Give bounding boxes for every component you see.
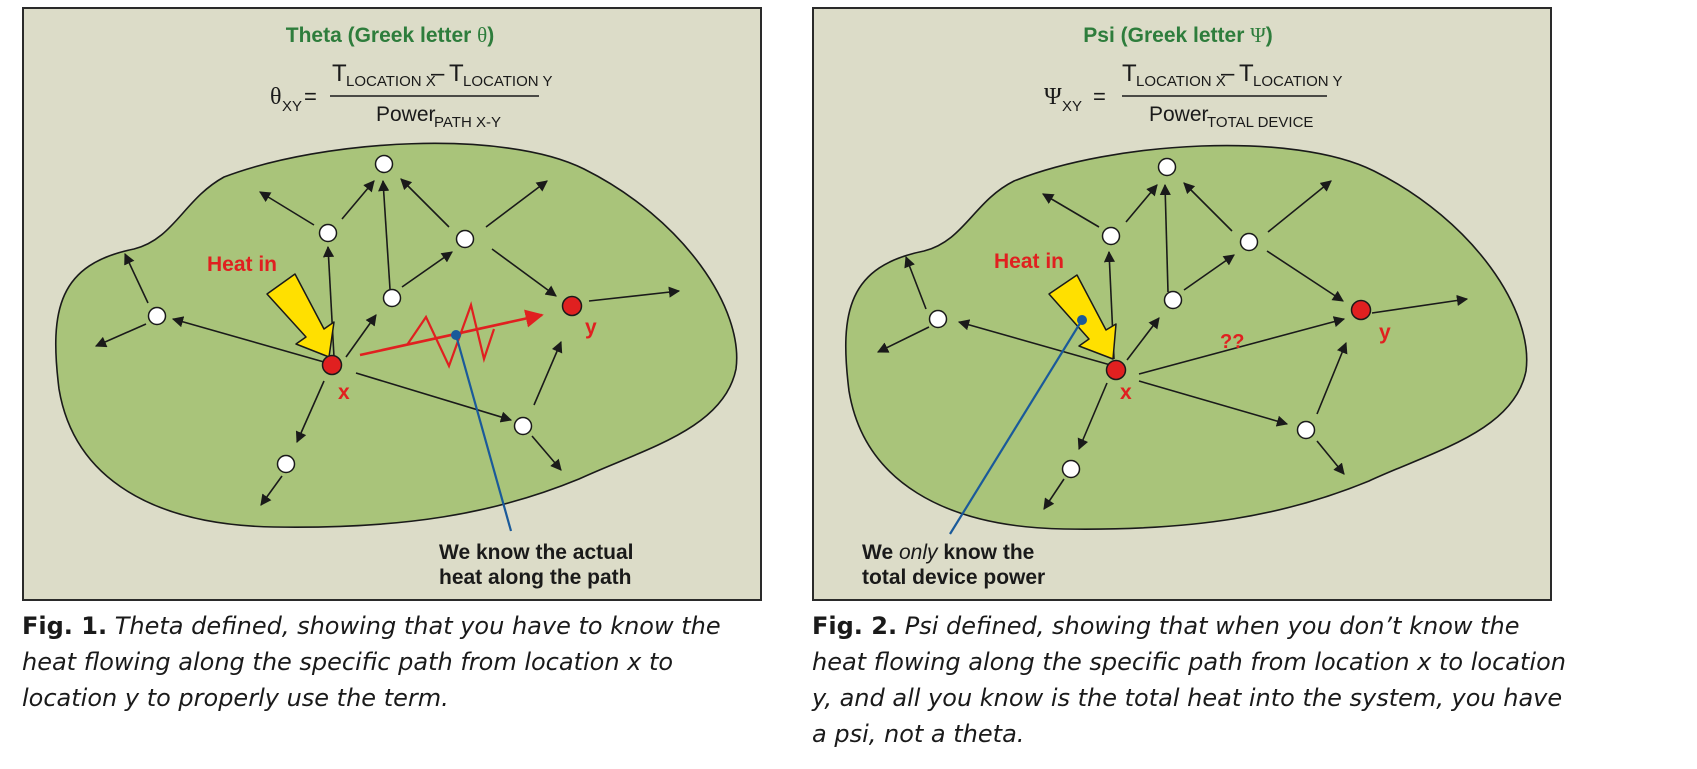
- figure-1-caption: Fig. 1. Theta defined, showing that you …: [22, 608, 772, 716]
- node-x: [1105, 359, 1127, 381]
- heat-flow-arrows: [876, 180, 1469, 510]
- unknown-path-label: ??: [1220, 331, 1244, 353]
- svg-text:θ: θ: [270, 84, 282, 110]
- device-region: [844, 144, 1528, 530]
- figure-2-title: Psi (Greek letter Ψ): [1083, 23, 1272, 47]
- callout-dot: [1077, 315, 1087, 325]
- node-y-label: y: [1379, 321, 1391, 344]
- svg-text:Power: Power: [376, 103, 436, 126]
- heat-in-arrow: [266, 273, 335, 358]
- svg-text:LOCATION X: LOCATION X: [1136, 73, 1226, 90]
- figure-2-caption: Fig. 2. Psi defined, showing that when y…: [812, 608, 1572, 752]
- figure-2-panel: Psi (Greek letter Ψ) Ψ XY = T LOCATION X…: [812, 7, 1552, 601]
- svg-text:T: T: [332, 60, 347, 87]
- svg-text:TOTAL DEVICE: TOTAL DEVICE: [1207, 114, 1313, 131]
- callout-text: We know the actual heat along the path: [439, 541, 639, 589]
- heat-in-label: Heat in: [994, 250, 1064, 273]
- device-region: [54, 142, 738, 528]
- svg-text:LOCATION X: LOCATION X: [346, 73, 436, 90]
- heat-in-label: Heat in: [207, 253, 277, 276]
- svg-text:Ψ: Ψ: [1044, 84, 1062, 110]
- svg-text:=: =: [1093, 84, 1106, 109]
- svg-text:PATH X-Y: PATH X-Y: [434, 114, 501, 131]
- callout-leader: [454, 334, 513, 532]
- svg-text:–: –: [431, 60, 445, 87]
- svg-text:Power: Power: [1149, 103, 1209, 126]
- figure-2-caption-label: Fig. 2.: [812, 612, 898, 640]
- callout-dot: [451, 330, 461, 340]
- figure-1-caption-label: Fig. 1.: [22, 612, 108, 640]
- node-y: [1350, 299, 1372, 321]
- thermal-nodes: [147, 154, 533, 474]
- node-y-label: y: [585, 316, 597, 339]
- svg-text:XY: XY: [282, 98, 302, 115]
- figure-2-diagram: Psi (Greek letter Ψ) Ψ XY = T LOCATION X…: [844, 23, 1528, 589]
- theta-equation: θ XY = T LOCATION X – T LOCATION Y Power…: [270, 60, 552, 131]
- figure-2-caption-text: Psi defined, showing that when you don’t…: [812, 612, 1566, 748]
- figure-1-caption-text: Theta defined, showing that you have to …: [22, 612, 721, 712]
- svg-text:=: =: [304, 84, 317, 109]
- svg-text:LOCATION Y: LOCATION Y: [1253, 73, 1342, 90]
- svg-text:XY: XY: [1062, 98, 1082, 115]
- node-x: [321, 354, 343, 376]
- callout-leader: [949, 319, 1083, 535]
- callout-text: We only know the total device power: [862, 541, 1045, 589]
- figure-1-panel: Theta (Greek letter θ) θ XY = T LOCATION…: [22, 7, 762, 601]
- svg-text:T: T: [1122, 60, 1137, 87]
- svg-text:T: T: [1239, 60, 1254, 87]
- svg-text:T: T: [449, 60, 464, 87]
- figure-1-title: Theta (Greek letter θ): [286, 23, 494, 47]
- svg-text:–: –: [1221, 60, 1235, 87]
- thermal-nodes: [928, 157, 1316, 479]
- figure-1-diagram: Theta (Greek letter θ) θ XY = T LOCATION…: [54, 23, 738, 589]
- node-x-label: x: [338, 381, 350, 404]
- heat-flow-arrows: [94, 178, 681, 506]
- node-y: [561, 295, 583, 317]
- svg-text:LOCATION Y: LOCATION Y: [463, 73, 552, 90]
- psi-equation: Ψ XY = T LOCATION X – T LOCATION Y Power…: [1044, 60, 1342, 131]
- node-x-label: x: [1120, 381, 1132, 404]
